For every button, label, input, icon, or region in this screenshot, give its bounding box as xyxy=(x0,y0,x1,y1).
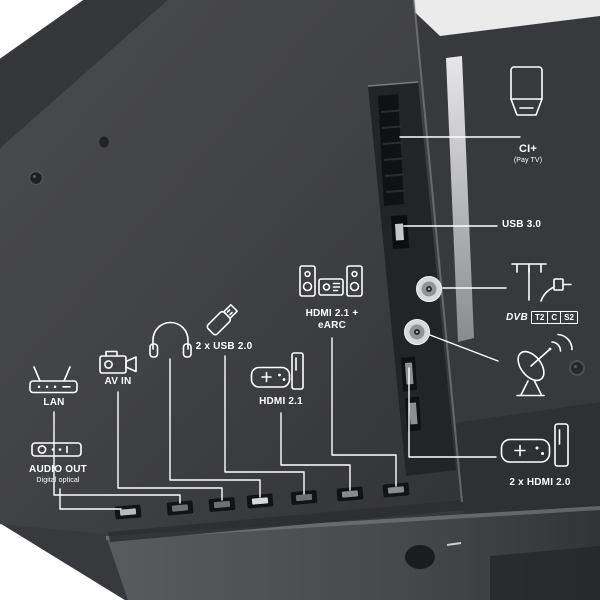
leader-audio-out xyxy=(59,488,122,510)
stand-shadow xyxy=(490,546,600,600)
antenna-coax-connector xyxy=(416,276,442,302)
side-hdmi-port-2-inner xyxy=(409,402,418,425)
audio-device-icon xyxy=(31,442,82,457)
leader-hdmi21 xyxy=(280,412,351,491)
game-console-icon xyxy=(500,423,569,467)
panel-cover-edge xyxy=(446,56,474,342)
ci-slot-ridges xyxy=(380,109,406,193)
tv-body xyxy=(0,0,462,534)
label-earc-line2: eARC xyxy=(317,319,347,331)
port-hdmi21-earc xyxy=(382,482,410,498)
label-dvb-t2: T2 xyxy=(535,313,545,322)
port-av-in xyxy=(208,497,236,512)
leader-satellite xyxy=(429,334,499,362)
ci-slot xyxy=(378,94,404,206)
bottom-left-corner xyxy=(0,523,125,600)
camcorder-icon xyxy=(99,350,137,374)
label-ci: CI+ (Pay TV) xyxy=(505,143,551,165)
label-ci-sub: (Pay TV) xyxy=(513,156,543,164)
label-av-in: AV IN xyxy=(104,376,132,387)
label-usb3: USB 3.0 xyxy=(502,219,542,230)
leader-usb2 xyxy=(224,355,305,495)
leader-earc xyxy=(331,337,397,487)
leader-lines xyxy=(53,136,521,510)
label-dvb-s2: S2 xyxy=(560,312,577,323)
stand-edge-highlight xyxy=(106,506,600,540)
ci-module-icon xyxy=(510,66,543,116)
side-connector-panel xyxy=(367,81,456,476)
vent-hole xyxy=(99,136,109,148)
label-dvb: DVB T2 C S2 xyxy=(494,311,590,324)
label-audio-out: AUDIO OUT Digital optical xyxy=(16,464,100,485)
tv-edge-highlight xyxy=(413,0,463,503)
label-ci-main: CI+ xyxy=(518,143,538,155)
leader-headphones xyxy=(169,358,261,498)
label-earc-line1: HDMI 2.1 + xyxy=(305,308,359,319)
stand-cable-hole xyxy=(405,545,435,569)
label-usb2: 2 x USB 2.0 xyxy=(195,341,253,352)
label-dvb-c: C xyxy=(547,312,560,323)
satellite-dish-icon xyxy=(516,333,573,397)
rear-screw xyxy=(569,360,585,376)
top-right-highlight xyxy=(402,0,600,36)
speakers-earc-icon xyxy=(299,265,363,297)
port-headphones xyxy=(246,493,274,509)
antenna-icon xyxy=(511,263,572,302)
label-audio-out-sub: Digital optical xyxy=(36,476,80,484)
label-hdmi21: HDMI 2.1 xyxy=(259,396,303,407)
label-dvb-prefix: DVB xyxy=(506,312,529,323)
label-audio-out-main: AUDIO OUT xyxy=(29,464,87,475)
rear-screw-highlight xyxy=(574,365,577,368)
router-icon xyxy=(29,366,78,394)
screw xyxy=(28,170,44,186)
leader-hdmi20 xyxy=(408,367,497,458)
stand-mark xyxy=(446,542,462,546)
port-usb2 xyxy=(290,490,318,505)
label-lan: LAN xyxy=(43,397,65,408)
port-optical-audio-out xyxy=(114,504,142,520)
label-dvb-boxes: T2 C S2 xyxy=(531,311,578,324)
tv-left-facet xyxy=(0,0,168,149)
bottom-port-row xyxy=(114,482,410,520)
headphones-icon xyxy=(149,321,192,358)
screw-highlight xyxy=(33,175,36,178)
label-hdmi20: 2 x HDMI 2.0 xyxy=(509,477,571,488)
leader-av-in xyxy=(117,391,223,501)
usb-stick-icon xyxy=(206,303,239,336)
port-lan xyxy=(166,500,194,516)
satellite-coax-connector xyxy=(404,319,430,345)
port-hdmi21 xyxy=(336,486,364,502)
gamepad-icon xyxy=(250,352,304,390)
label-earc: HDMI 2.1 + eARC xyxy=(290,308,374,331)
top-left-corner xyxy=(0,0,84,59)
tv-bottom-bevel xyxy=(108,500,464,542)
usb3-port-tongue xyxy=(395,223,404,241)
leader-lan xyxy=(53,411,181,504)
